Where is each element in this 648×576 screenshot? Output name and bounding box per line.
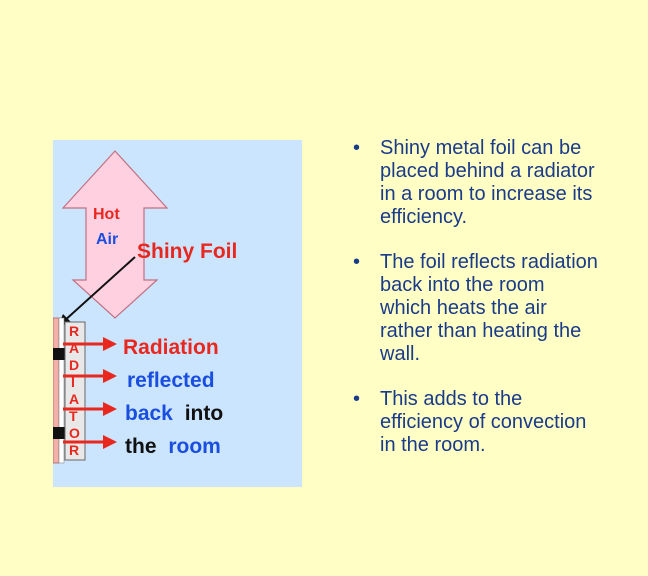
bullet-line: back into the room bbox=[380, 274, 645, 297]
radiation-arrowhead bbox=[103, 402, 117, 416]
bullet-line: wall. bbox=[380, 343, 645, 366]
hot-air-label-air: Air bbox=[96, 231, 118, 248]
bullet-line: Shiny metal foil can be bbox=[380, 137, 645, 160]
radiation-arrowhead bbox=[103, 369, 117, 383]
bullet-line: efficiency. bbox=[380, 206, 645, 229]
radiator-letter: O bbox=[69, 425, 80, 441]
shiny-foil-label: Shiny Foil bbox=[137, 240, 237, 263]
hot-air-label-hot: Hot bbox=[93, 206, 120, 223]
bullet-line: efficiency of convection bbox=[380, 411, 645, 434]
radiation-caption-room: room bbox=[168, 435, 221, 458]
bullet-line: placed behind a radiator bbox=[380, 160, 645, 183]
bullet-line: which heats the air bbox=[380, 297, 645, 320]
radiation-caption-line-4: the room bbox=[125, 435, 221, 458]
wall bbox=[53, 318, 59, 463]
radiation-caption-line-1: Radiation bbox=[123, 336, 219, 359]
bullet-item: • The foil reflects radiation back into … bbox=[353, 251, 645, 366]
radiator-letter: R bbox=[69, 323, 79, 339]
radiator-letter: D bbox=[69, 357, 79, 373]
bullet-line: This adds to the bbox=[380, 388, 645, 411]
radiator-letter: A bbox=[69, 391, 79, 407]
radiator-letter: A bbox=[69, 340, 79, 356]
bullet-dot: • bbox=[353, 137, 360, 160]
radiation-caption-into: into bbox=[185, 402, 223, 425]
bullet-dot: • bbox=[353, 388, 360, 411]
wall-bracket-top bbox=[53, 348, 65, 360]
radiation-caption-back: back bbox=[125, 402, 173, 425]
bullet-line: in a room to increase its bbox=[380, 183, 645, 206]
wall-bracket-bottom bbox=[53, 427, 65, 439]
bullet-list: • Shiny metal foil can be placed behind … bbox=[353, 137, 645, 479]
radiator-letter: R bbox=[69, 442, 79, 458]
radiation-caption-line-3: back into bbox=[125, 402, 223, 425]
bullet-item: • This adds to the efficiency of convect… bbox=[353, 388, 645, 457]
bullet-item: • Shiny metal foil can be placed behind … bbox=[353, 137, 645, 229]
bullet-line: The foil reflects radiation bbox=[380, 251, 645, 274]
radiation-arrowhead bbox=[103, 435, 117, 449]
radiation-arrowhead bbox=[103, 337, 117, 351]
radiation-caption-the: the bbox=[125, 435, 157, 458]
radiator-foil-diagram: Hot Air Shiny Foil R A D I A T O R bbox=[53, 140, 302, 487]
diagram-canvas: Hot Air Shiny Foil R A D I A T O R bbox=[53, 140, 302, 487]
bullet-dot: • bbox=[353, 251, 360, 274]
bullet-line: in the room. bbox=[380, 434, 645, 457]
bullet-line: rather than heating the bbox=[380, 320, 645, 343]
radiation-caption-line-2: reflected bbox=[127, 369, 215, 392]
